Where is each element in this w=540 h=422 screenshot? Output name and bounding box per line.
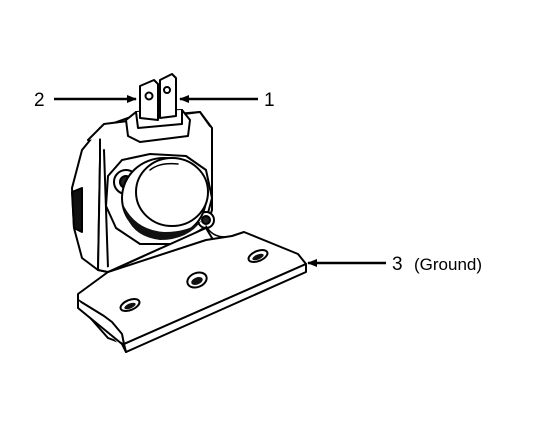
callout-1-number: 1 bbox=[264, 90, 275, 111]
callout-2-number: 2 bbox=[34, 90, 45, 111]
housing-inner-edge bbox=[103, 149, 109, 269]
callout-3-number: 3 bbox=[392, 254, 403, 275]
flange-rivet-right-core bbox=[201, 215, 211, 225]
bracket-hole-center-inner bbox=[191, 277, 203, 285]
callout-2: 2 bbox=[34, 90, 137, 111]
housing-left-lower-shade bbox=[71, 187, 83, 233]
terminal-spade-right-hole bbox=[163, 86, 171, 94]
disc-face bbox=[135, 157, 209, 227]
bracket-thickness-left bbox=[77, 299, 127, 353]
disc-face-highlight bbox=[149, 162, 179, 171]
callout-3: 3 (Ground) bbox=[307, 254, 482, 275]
disc-body-shadow bbox=[124, 206, 202, 240]
terminal-spade-left-hole bbox=[144, 91, 154, 101]
bracket-vertical bbox=[97, 227, 213, 273]
bracket-front-edge bbox=[77, 299, 125, 345]
callout-3-note: (Ground) bbox=[414, 255, 482, 274]
switch-illustration bbox=[71, 73, 307, 353]
bracket-hole-left-inner bbox=[124, 302, 136, 310]
callout-1: 1 bbox=[179, 90, 275, 111]
bracket-hole-right-inner bbox=[252, 253, 264, 261]
terminal-spade-right bbox=[159, 73, 177, 119]
